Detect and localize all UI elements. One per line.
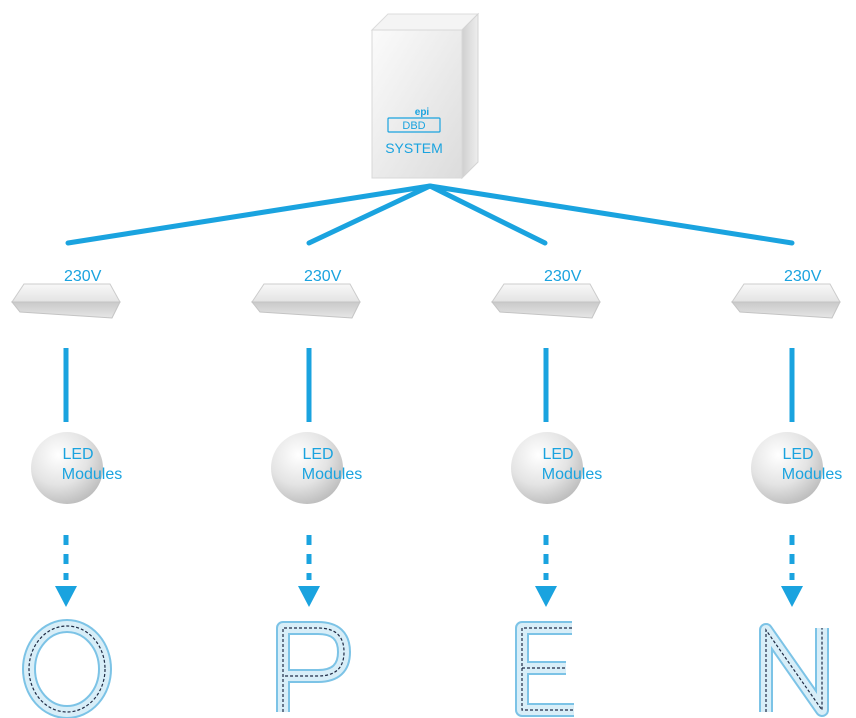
led-module-2-label-2: Modules	[302, 466, 362, 483]
controller-label: SYSTEM	[385, 140, 443, 156]
arrow-4-icon	[781, 586, 803, 607]
led-module-1-label-2: Modules	[62, 466, 122, 483]
driver-4	[730, 283, 841, 319]
logo-brand-top: epi	[415, 107, 430, 118]
led-module-3-label-1: LED	[542, 446, 573, 463]
controller-box: epi DBD SYSTEM	[370, 12, 480, 180]
branch-2: 230V LED Modules	[250, 268, 362, 712]
controller-wires	[65, 183, 795, 246]
arrow-3-icon	[535, 586, 557, 607]
letter-o	[22, 619, 112, 718]
led-module-4	[751, 432, 823, 504]
logo-brand-mid: DBD	[402, 120, 425, 132]
led-module-2	[271, 432, 343, 504]
led-module-3-label-2: Modules	[542, 466, 602, 483]
wire-4	[427, 183, 795, 246]
led-module-1-label-1: LED	[62, 446, 93, 463]
driver-2-label: 230V	[304, 268, 342, 285]
driver-1	[10, 283, 121, 319]
letter-p	[276, 621, 351, 712]
wire-2	[306, 183, 433, 246]
branch-1: 230V LED Modules	[10, 268, 122, 718]
wire-3	[427, 183, 548, 246]
driver-4-label: 230V	[784, 268, 822, 285]
epi-dbd-logo: epi DBD	[387, 107, 441, 133]
arrow-2-icon	[298, 586, 320, 607]
driver-3	[490, 283, 601, 319]
branch-4: 230V LED Modules	[730, 268, 842, 717]
arrow-1-icon	[55, 586, 77, 607]
led-module-3	[511, 432, 583, 504]
driver-2	[250, 283, 361, 319]
led-module-1	[31, 432, 103, 504]
letter-n	[759, 623, 829, 717]
led-module-4-label-1: LED	[782, 446, 813, 463]
branch-3: 230V LED Modules	[490, 268, 602, 717]
driver-3-label: 230V	[544, 268, 582, 285]
driver-1-label: 230V	[64, 268, 102, 285]
led-module-4-label-2: Modules	[782, 466, 842, 483]
led-module-2-label-1: LED	[302, 446, 333, 463]
letter-e	[515, 621, 574, 717]
wire-1	[65, 183, 433, 246]
